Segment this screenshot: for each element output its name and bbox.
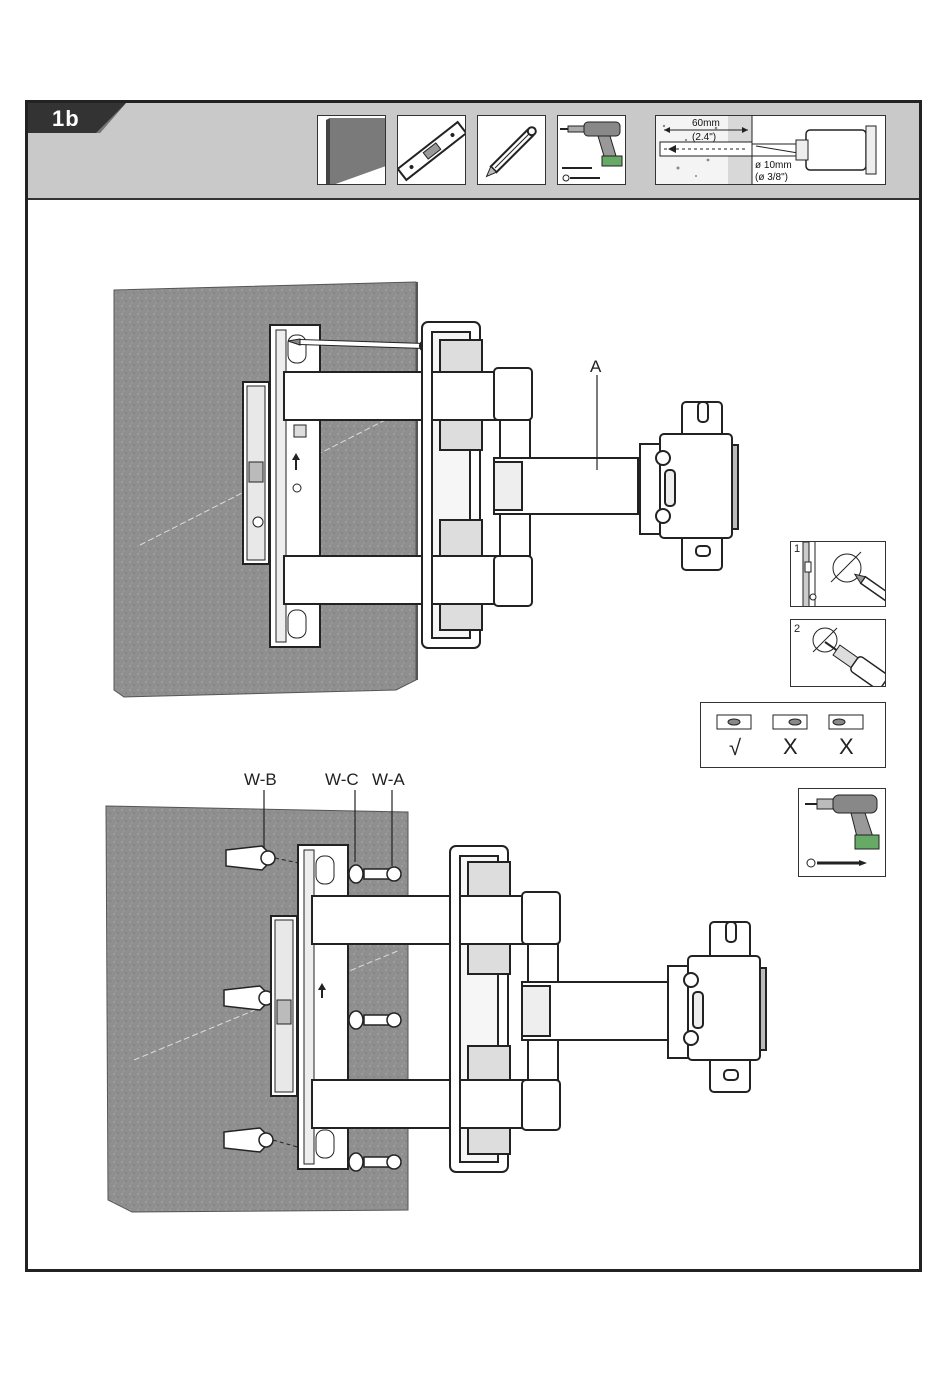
drill-icon (557, 115, 626, 185)
drill-diameter-metric: ø 10mm (755, 160, 792, 171)
screwdriver-drill-panel (798, 788, 886, 877)
level-check-ok: √ (729, 735, 741, 761)
level-check-panel: √ X X (700, 702, 886, 768)
level-check-bad-left: X (783, 734, 798, 760)
level-icon (397, 115, 466, 185)
step-mark-panel: 1 (790, 541, 886, 607)
step-drill-panel: 2 (790, 619, 886, 687)
drill-spec-diagram: 60mm (2.4") ø 10mm (ø 3/8") (655, 115, 886, 185)
step-label: 1b (52, 106, 80, 132)
drill-diameter-imperial: (ø 3/8") (755, 172, 788, 183)
wall-panel-icon (317, 115, 386, 185)
level-check-bad-right: X (839, 734, 854, 760)
callout-washer: W-C (325, 770, 359, 790)
callout-arm: A (590, 357, 601, 377)
drill-depth-imperial: (2.4") (692, 132, 716, 143)
pencil-icon (477, 115, 546, 185)
callout-screw: W-A (372, 770, 405, 790)
step-mark-number: 1 (794, 543, 800, 555)
header-band: 1b (28, 103, 919, 200)
instruction-frame: 1b (25, 100, 922, 1272)
callout-anchor: W-B (244, 770, 277, 790)
step-drill-number: 2 (794, 623, 800, 635)
drill-depth-metric: 60mm (692, 118, 720, 129)
